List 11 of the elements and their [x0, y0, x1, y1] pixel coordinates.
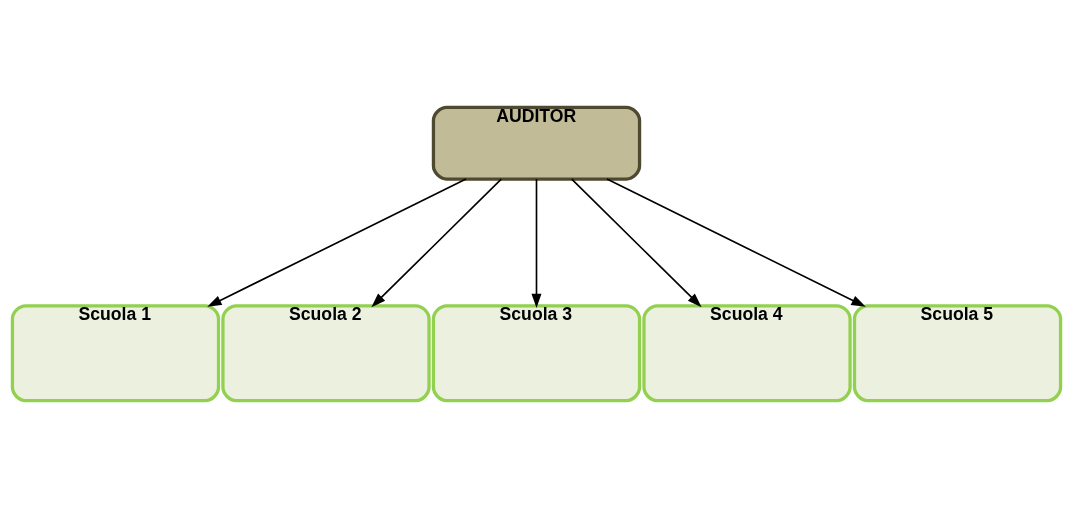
arrow	[531, 177, 542, 308]
arrow	[371, 177, 503, 307]
arrow	[606, 177, 866, 307]
node-box: Scuola 3	[431, 303, 642, 402]
node-box: AUDITOR	[431, 105, 642, 181]
arrow	[570, 177, 702, 307]
arrow	[207, 177, 467, 307]
node-box: Scuola 5	[852, 303, 1063, 402]
node-box: Scuola 4	[642, 303, 852, 402]
node-box: Scuola 1	[10, 303, 221, 402]
node-box: Scuola 2	[221, 303, 431, 402]
